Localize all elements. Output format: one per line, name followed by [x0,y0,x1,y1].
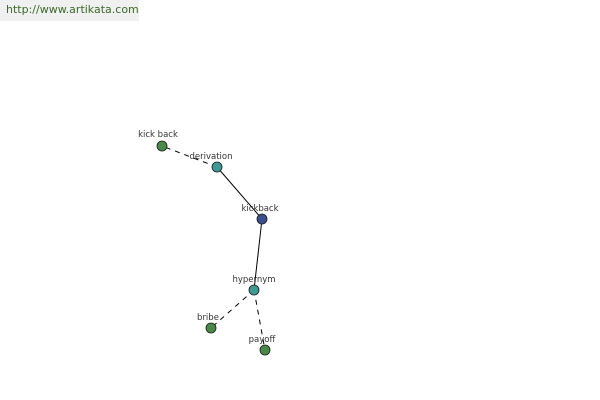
node-kickback-label: kickback [241,204,278,214]
node-derivation-dot[interactable] [211,161,223,173]
node-hypernym-label: hypernym [232,275,275,285]
node-payoff[interactable]: payoff [249,335,277,356]
node-derivation-label: derivation [189,152,232,162]
node-bribe-dot[interactable] [205,322,217,334]
node-kickback-dot[interactable] [256,213,268,225]
edge-hypernym-payoff [253,289,266,351]
node-hypernym[interactable]: hypernym [232,275,276,296]
edge-kickback-hypernym [253,218,263,291]
edge-kickback-derivation [216,166,263,220]
node-kick-back-dot[interactable] [156,140,168,152]
node-kick-back-label: kick back [138,130,178,140]
node-bribe-label: bribe [197,313,219,323]
site-url[interactable]: http://www.artikata.com [6,3,139,16]
node-kickback[interactable]: kickback [241,204,279,225]
url-banner: http://www.artikata.com [0,0,139,21]
node-bribe[interactable]: bribe [197,313,219,334]
node-hypernym-dot[interactable] [248,284,260,296]
node-payoff-label: payoff [249,335,277,345]
node-kick-back[interactable]: kick back [138,130,178,152]
node-payoff-dot[interactable] [259,344,271,356]
node-derivation[interactable]: derivation [189,152,233,173]
